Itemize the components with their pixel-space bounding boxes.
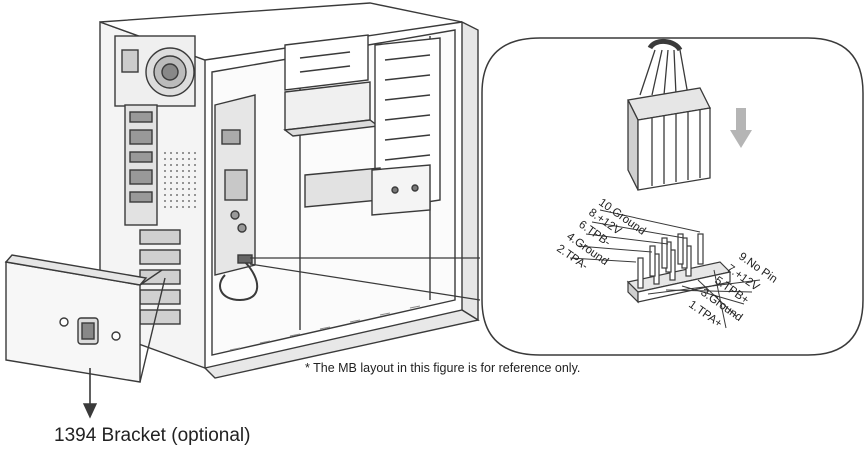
reference-note: * The MB layout in this figure is for re… <box>305 361 581 375</box>
insert-arrow-icon <box>730 108 752 148</box>
header-pins <box>637 233 704 289</box>
power-socket-icon <box>121 49 139 73</box>
expansion-slots <box>139 229 181 325</box>
pc-case <box>99 2 480 379</box>
screw-right-icon <box>111 331 121 341</box>
1394-cable <box>219 261 259 302</box>
screw-left-icon <box>59 317 69 327</box>
case-front-edge <box>461 20 479 322</box>
pin-header <box>626 233 732 304</box>
bracket-callout <box>4 254 166 419</box>
cable-plug <box>627 39 711 191</box>
bracket-label: 1394 Bracket (optional) <box>54 425 251 446</box>
io-panel <box>124 104 158 226</box>
vent-grid <box>162 150 196 210</box>
drive-bays <box>283 34 441 216</box>
case-bottom-rail <box>203 309 480 379</box>
hard-drive <box>304 167 381 208</box>
connector-callout: 10.Ground 8.+12V 6.TPB- 4.Ground 2.TPA- … <box>249 37 864 356</box>
1394-header-on-board <box>237 254 253 264</box>
callout-bubble <box>481 37 864 356</box>
